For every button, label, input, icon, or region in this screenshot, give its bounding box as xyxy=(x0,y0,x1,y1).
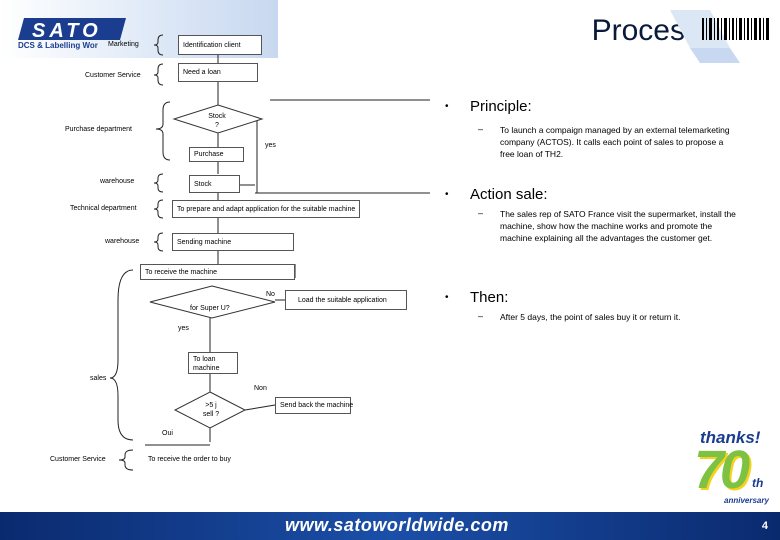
bullet-heading-principle: Principle: xyxy=(470,98,532,115)
no-label: No xyxy=(266,291,275,298)
bullet-heading-action-sale: Action sale: xyxy=(470,186,548,203)
label-purchase-department: Purchase department xyxy=(65,126,132,133)
sell-decision-diamond xyxy=(173,391,247,429)
sell-question-text: >5 j sell ? xyxy=(202,402,220,418)
load-application-box: Load the suitable application xyxy=(285,290,407,310)
badge-number: 70 xyxy=(694,440,750,500)
anniversary-badge: thanks! 70 th anniversary xyxy=(690,428,775,510)
label-customer-service-1: Customer Service xyxy=(85,72,141,79)
svg-text:SATO: SATO xyxy=(32,20,102,42)
bullet-text-then: After 5 days, the point of sales buy it … xyxy=(500,312,681,322)
label-warehouse-2: warehouse xyxy=(105,238,140,245)
prepare-application-box: To prepare and adapt application for the… xyxy=(172,200,360,218)
stock-box: Stock xyxy=(189,175,240,193)
label-warehouse-1: warehouse xyxy=(100,178,135,185)
receive-machine-box: To receive the machine xyxy=(140,264,295,280)
sato-logo-mark: SATO xyxy=(18,18,126,42)
bullet-marker-3: • xyxy=(445,292,449,303)
need-loan-box: Need a loan xyxy=(178,63,258,82)
oui-label: Oui xyxy=(162,430,173,437)
bullet-text-principle: To launch a compaign managed by an exter… xyxy=(500,125,730,159)
footer-url: www.satoworldwide.com xyxy=(285,515,509,535)
send-back-box: Send back the machine xyxy=(275,397,353,414)
yes-label-2: yes xyxy=(178,325,189,332)
bullet-text-action-sale: The sales rep of SATO France visit the s… xyxy=(500,209,736,243)
sending-machine-box: Sending machine xyxy=(172,233,294,251)
badge-anniversary-text: anniversary xyxy=(724,496,769,505)
stock-question-text: Stock ? xyxy=(208,113,226,129)
bullet-heading-then: Then: xyxy=(470,289,509,306)
to-loan-machine-box: To loan machine xyxy=(188,352,238,374)
label-technical-department: Technical department xyxy=(70,205,137,212)
bullet-marker-2: • xyxy=(445,189,449,200)
identification-client-box: Identification client xyxy=(178,35,262,55)
bullet-marker-1: • xyxy=(445,101,449,112)
barcode-graphic xyxy=(670,10,769,63)
logo-subtitle: DCS & Labelling Wor xyxy=(18,41,98,50)
for-super-u-text: for Super U? xyxy=(190,305,230,312)
super-u-decision-diamond xyxy=(149,285,276,319)
purchase-box: Purchase xyxy=(189,147,244,162)
receive-order-text: To receive the order to buy xyxy=(148,456,231,463)
badge-suffix: th xyxy=(752,476,764,490)
flowchart-connectors xyxy=(109,34,430,471)
dash-2: – xyxy=(478,208,484,218)
label-sales: sales xyxy=(90,375,107,382)
sato-logo: SATO DCS & Labelling Wor xyxy=(18,16,128,50)
footer-bar: www.satoworldwide.com 4 xyxy=(0,512,780,540)
label-marketing: Marketing xyxy=(108,41,139,48)
non-label: Non xyxy=(254,385,267,392)
stock-decision-diamond xyxy=(172,104,264,134)
page-number: 4 xyxy=(761,520,768,532)
label-customer-service-2: Customer Service xyxy=(50,456,106,463)
dash-1: – xyxy=(478,124,484,134)
yes-label-1: yes xyxy=(265,142,276,149)
dash-3: – xyxy=(478,311,484,321)
badge-thanks-text: thanks! xyxy=(700,428,761,447)
